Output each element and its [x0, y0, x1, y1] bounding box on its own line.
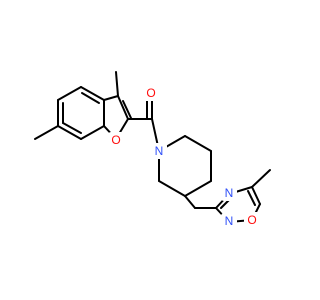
- atom-label-n-oxadiazole-2: N: [225, 214, 234, 228]
- atom-n-oxadiazole-3: N: [221, 185, 237, 201]
- bond: [122, 100, 132, 119]
- atom-o-oxadiazole: O: [244, 212, 260, 228]
- atom-label-background: [221, 185, 237, 201]
- atom-label-o-carbonyl: O: [146, 86, 155, 100]
- bond: [80, 125, 105, 140]
- bond: [247, 190, 256, 206]
- atom-label-background: [244, 212, 260, 228]
- bond: [81, 92, 100, 104]
- atom-n-oxadiazole-2: N: [221, 213, 237, 229]
- atom-label-background: [151, 143, 167, 159]
- atom-n-piperidine: N: [151, 143, 167, 159]
- molecule-structure-drawing: O O N N N O: [34, 71, 271, 229]
- bond: [117, 95, 129, 120]
- atom-labels: O O N N N O: [108, 85, 260, 229]
- atom-o-carbonyl: O: [143, 85, 159, 101]
- bond: [251, 169, 271, 188]
- bond: [57, 125, 82, 140]
- bond: [115, 71, 119, 97]
- bond: [184, 180, 212, 197]
- atom-label-background: [221, 213, 237, 229]
- bond: [80, 86, 105, 101]
- atom-label-o-furan: O: [111, 133, 120, 147]
- bond: [184, 195, 196, 209]
- bond: [251, 186, 261, 205]
- bond: [184, 135, 212, 152]
- bond: [62, 122, 82, 134]
- bond: [34, 125, 59, 140]
- atom-label-background: [108, 132, 124, 148]
- atom-o-furan: O: [108, 132, 124, 148]
- atom-label-n-oxadiazole-3: N: [225, 186, 234, 200]
- bond: [57, 86, 82, 101]
- bond: [158, 180, 186, 197]
- atom-label-background: [143, 85, 159, 101]
- atom-label-n-piperidine: N: [155, 144, 164, 158]
- atom-label-o-oxadiazole: O: [247, 213, 256, 227]
- bond: [103, 95, 119, 101]
